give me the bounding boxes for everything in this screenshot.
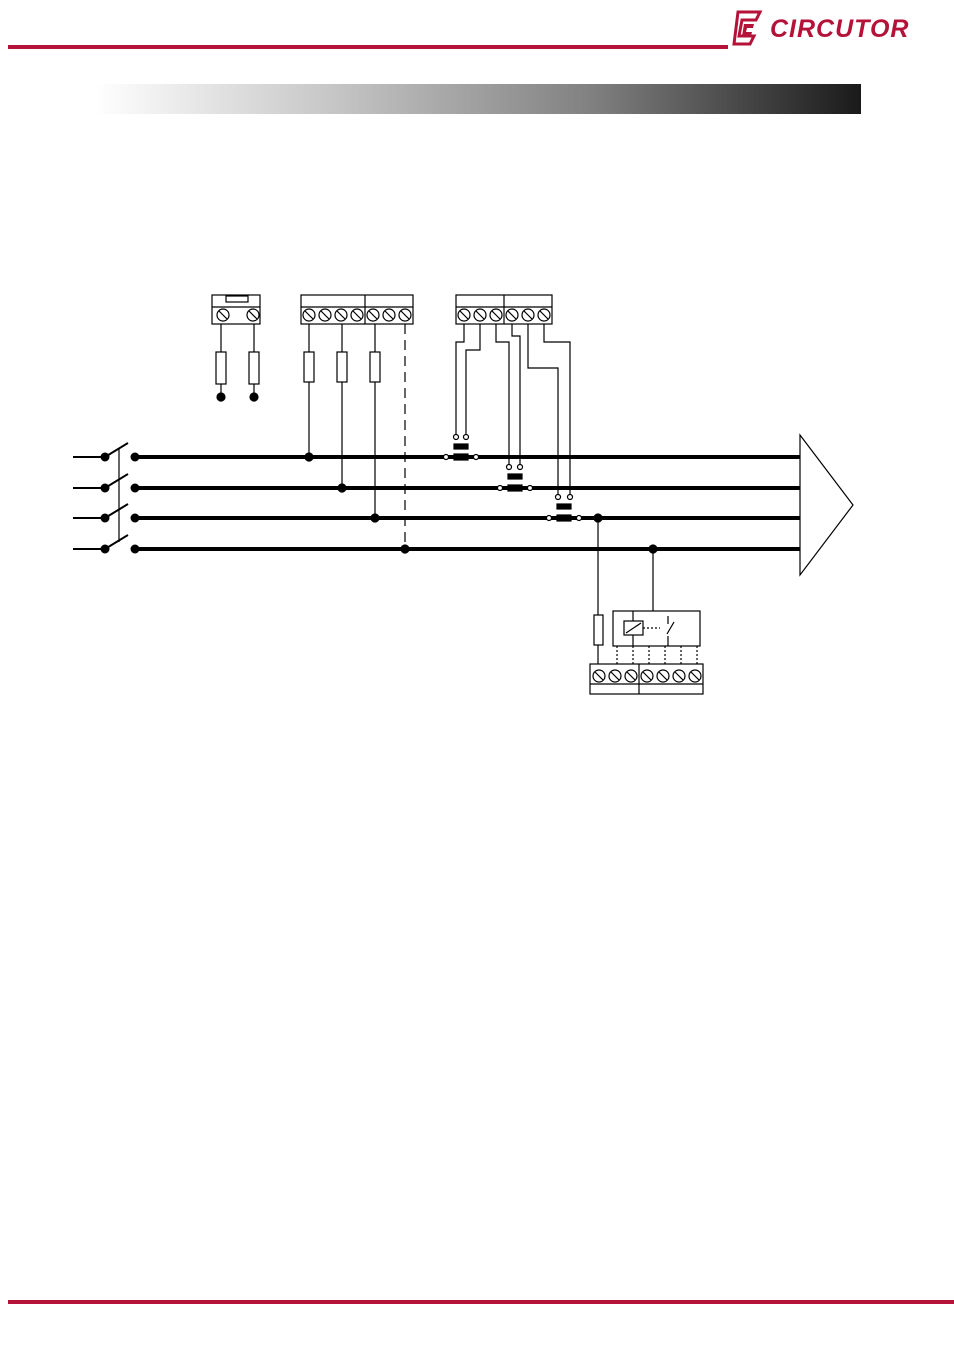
terminal-block-icon <box>589 663 704 695</box>
fuse-icon <box>593 614 604 646</box>
switch-icon <box>73 442 140 554</box>
supply-terminal-block <box>211 294 261 402</box>
circutor-logo: CIRCUTOR <box>730 8 910 48</box>
current-terminal-block <box>455 294 571 497</box>
footer-rule <box>8 1300 954 1304</box>
fuse-icon <box>303 351 315 383</box>
wiring-diagram <box>73 294 854 695</box>
voltage-terminal-block <box>300 294 414 554</box>
fuse-icon <box>215 351 227 385</box>
fuse-icon <box>369 351 381 383</box>
logo-mark-inner <box>742 24 754 36</box>
relay-box <box>612 610 701 647</box>
logo-mark-icon <box>732 10 763 46</box>
logo-text: CIRCUTOR <box>770 15 910 43</box>
logo-mark-outer <box>732 10 763 46</box>
load-arrow-icon <box>799 433 854 577</box>
relay-contact-icon <box>666 621 675 635</box>
current-transformer-icon <box>442 433 583 522</box>
fuse-icon <box>336 351 348 383</box>
fuse-icon <box>248 351 260 385</box>
section-banner <box>95 84 861 114</box>
relay-output-circuit <box>589 513 704 695</box>
busbars <box>135 455 800 551</box>
header-rule <box>8 45 728 49</box>
